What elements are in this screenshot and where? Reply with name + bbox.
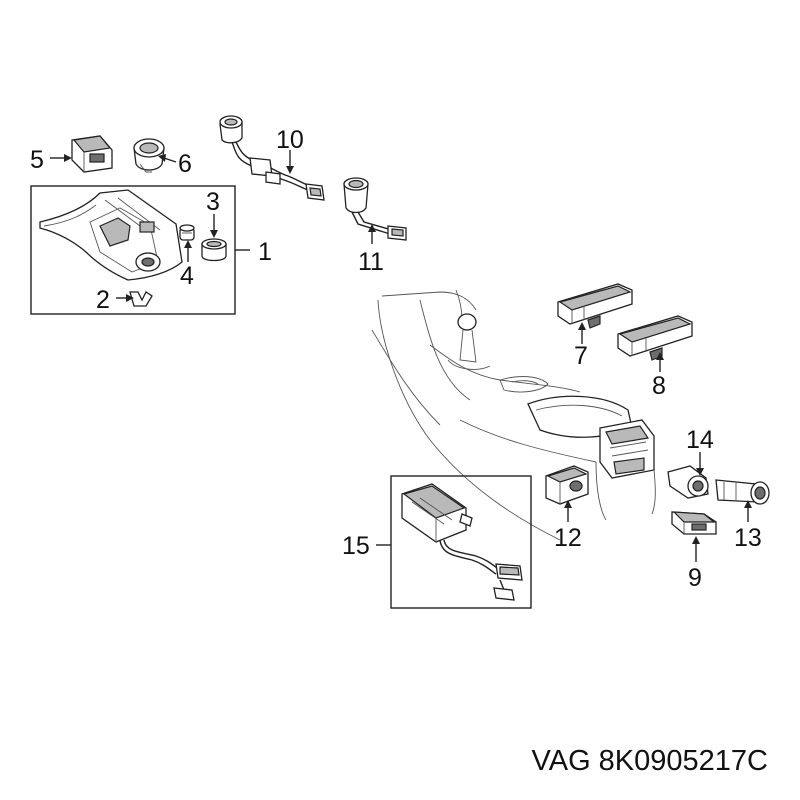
housing-part-12	[545, 465, 589, 505]
part-number-caption: VAG 8K0905217C	[532, 745, 768, 777]
callout-7: 7	[574, 342, 588, 370]
socket-part-13	[715, 479, 770, 505]
center-console-outline	[371, 289, 656, 541]
callout-10: 10	[276, 126, 304, 154]
clip-part	[129, 291, 153, 307]
control-module-part	[401, 483, 523, 601]
socket-harness-part-10	[219, 115, 325, 201]
callout-9: 9	[688, 564, 702, 592]
shifter-bezel-part	[39, 189, 183, 281]
callout-8: 8	[652, 372, 666, 400]
switch-block-part	[71, 135, 113, 173]
callout-4: 4	[180, 262, 194, 290]
callout-5: 5	[30, 146, 44, 174]
round-socket-part	[133, 138, 165, 173]
socket-part-14	[667, 465, 709, 499]
callout-6: 6	[178, 150, 192, 178]
callout-2: 2	[96, 286, 110, 314]
knob-small-part	[179, 224, 195, 241]
switch-panel-part-7	[557, 283, 633, 329]
callout-11: 11	[358, 248, 384, 276]
callout-14: 14	[686, 426, 714, 454]
group-box-15	[390, 475, 532, 609]
switch-panel-part-8	[617, 315, 693, 361]
callout-3: 3	[206, 188, 220, 216]
callout-labels: 5 6 3 4 1 2 10 11 7 8 14 12 13 9 15	[30, 126, 762, 592]
socket-harness-part-11	[343, 177, 407, 241]
callout-12: 12	[554, 524, 582, 552]
callout-13: 13	[734, 524, 762, 552]
callout-15: 15	[342, 532, 370, 560]
round-button-part	[201, 238, 227, 262]
leader-lines	[50, 150, 752, 562]
switch-part-9	[671, 511, 717, 535]
callout-1: 1	[258, 238, 272, 266]
